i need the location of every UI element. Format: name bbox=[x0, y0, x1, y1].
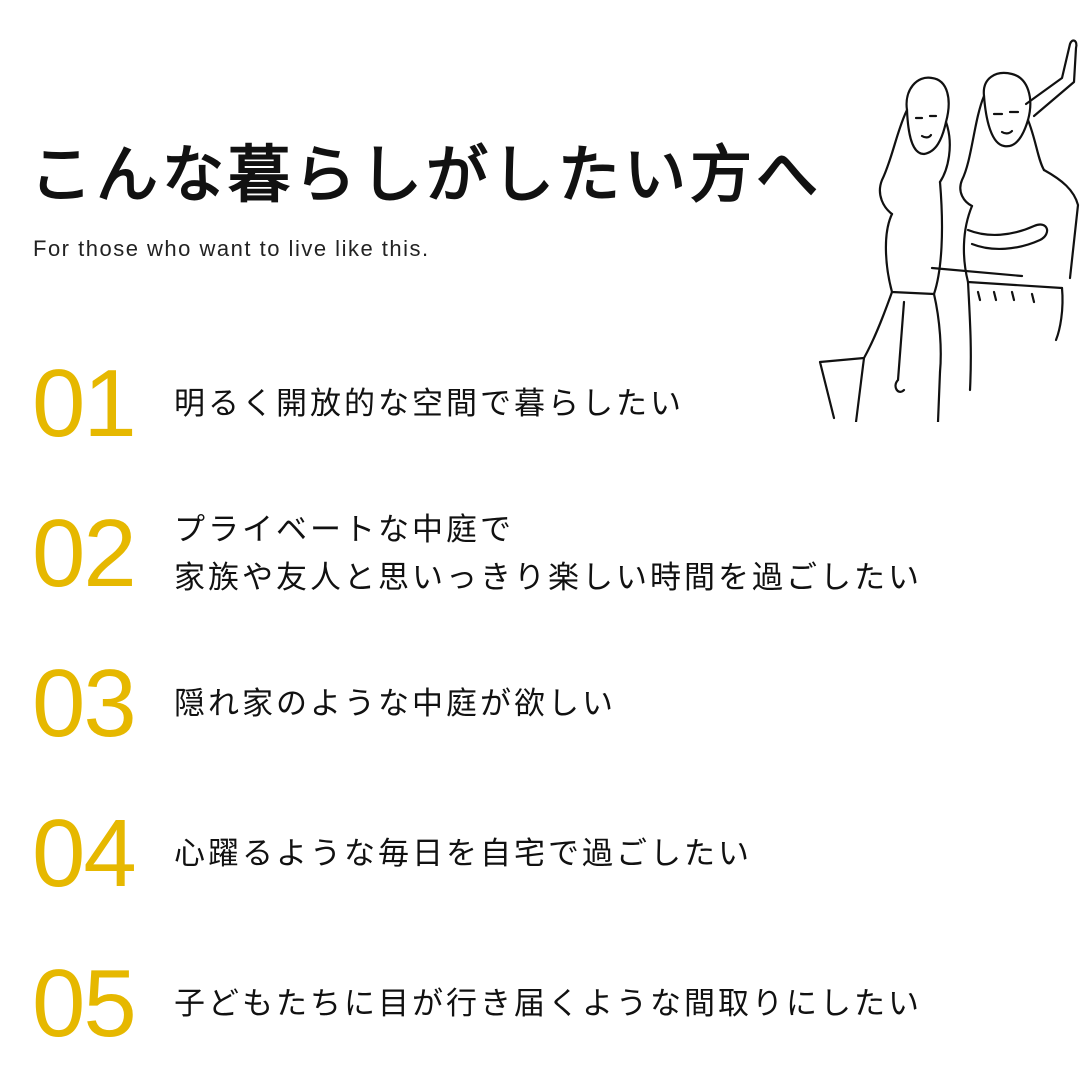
item-text: 子どもたちに目が行き届くような間取りにしたい bbox=[174, 980, 922, 1028]
item-line: 明るく開放的な空間で暮らしたい bbox=[174, 385, 684, 422]
item-number: 03 bbox=[32, 650, 137, 757]
item-text: プライベートな中庭で 家族や友人と思いっきり楽しい時間を過ごしたい bbox=[174, 506, 922, 602]
list-item: 04 心躍るような毎日を自宅で過ごしたい bbox=[32, 806, 752, 902]
list-item: 03 隠れ家のような中庭が欲しい bbox=[32, 656, 616, 752]
item-line: 心躍るような毎日を自宅で過ごしたい bbox=[174, 835, 752, 872]
item-text: 明るく開放的な空間で暮らしたい bbox=[174, 380, 684, 428]
item-text: 隠れ家のような中庭が欲しい bbox=[174, 680, 616, 728]
item-number: 01 bbox=[32, 350, 137, 457]
item-line: 子どもたちに目が行き届くような間取りにしたい bbox=[174, 985, 922, 1022]
item-line: 隠れ家のような中庭が欲しい bbox=[174, 685, 616, 722]
list-item: 02 プライベートな中庭で 家族や友人と思いっきり楽しい時間を過ごしたい bbox=[32, 506, 922, 602]
item-number: 04 bbox=[32, 800, 137, 907]
page-subtitle: For those who want to live like this. bbox=[33, 236, 430, 261]
item-number: 05 bbox=[32, 950, 137, 1057]
page-title: こんな暮らしがしたい方へ bbox=[30, 138, 823, 211]
item-line: 家族や友人と思いっきり楽しい時間を過ごしたい bbox=[174, 560, 922, 597]
list-item: 05 子どもたちに目が行き届くような間取りにしたい bbox=[32, 956, 922, 1052]
item-text: 心躍るような毎日を自宅で過ごしたい bbox=[174, 830, 752, 878]
item-number: 02 bbox=[32, 500, 137, 608]
item-line: プライベートな中庭で bbox=[174, 512, 514, 548]
list-item: 01 明るく開放的な空間で暮らしたい bbox=[32, 356, 684, 452]
two-women-line-drawing-icon bbox=[818, 39, 1080, 422]
